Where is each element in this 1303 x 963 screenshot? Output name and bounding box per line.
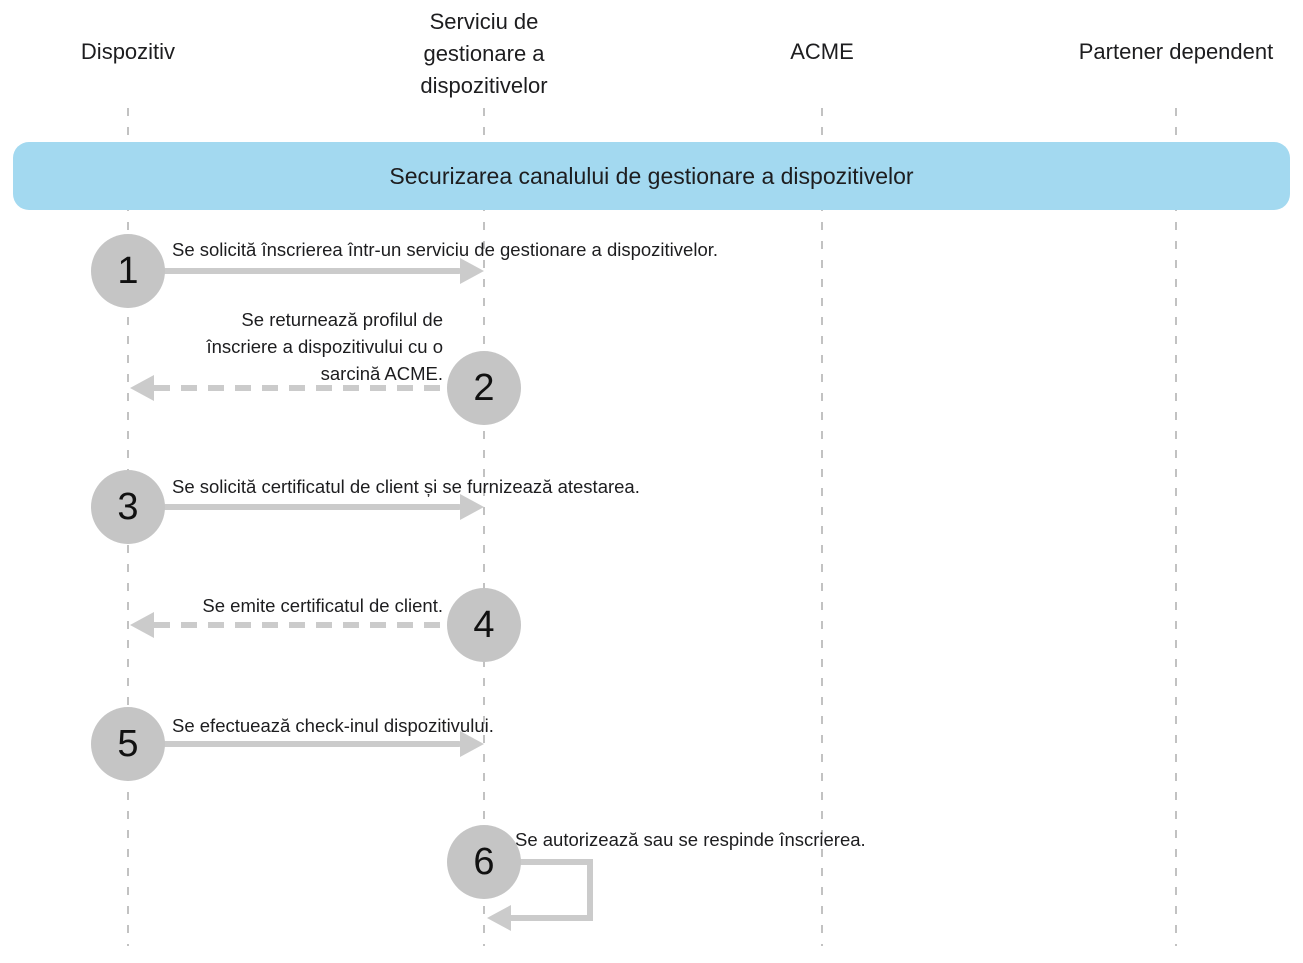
step-5-arrow-line [160,741,462,747]
step-1-text: Se solicită înscrierea într-un serviciu … [172,239,719,260]
step-5-number: 5 [117,722,139,765]
step-4-number: 4 [473,603,495,646]
step-3-arrow-line [160,504,462,510]
actor-label-device: Dispozitiv [80,39,176,64]
step-5-text: Se efectuează check-inul dispozitivului. [172,715,494,736]
step-4-text: Se emite certificatul de client. [202,595,443,616]
step-1-arrow-line [160,268,462,274]
step-2-number: 2 [473,366,495,409]
step-2-arrow-line [154,385,450,391]
step-2-text: Se returnează profilul de înscriere a di… [206,309,444,384]
actor-label-reliant-partner: Partener dependent [1078,39,1274,64]
actor-label-mdm-service: Serviciu de gestionare a dispozitivelor [420,9,548,98]
title-banner-label: Securizarea canalului de gestionare a di… [389,162,914,189]
step-6-self-loop-line [505,859,593,921]
step-4-arrow-line [154,622,450,628]
step-4-arrowhead-left-icon [130,612,154,638]
step-3-number: 3 [117,485,139,528]
title-banner: Securizarea canalului de gestionare a di… [13,142,1290,210]
step-3-arrowhead-right-icon [460,494,484,520]
step-4-number-badge: 4 [447,588,521,662]
lifeline-reliant-partner [1175,108,1177,946]
step-6-arrowhead-left-icon [487,905,511,931]
step-1-number-badge: 1 [91,234,165,308]
actor-label-acme: ACME [790,39,854,64]
lifeline-acme [821,108,823,946]
step-1-arrowhead-right-icon [460,258,484,284]
lifeline-mdm-service [483,108,485,946]
step-5-number-badge: 5 [91,707,165,781]
step-5-arrowhead-right-icon [460,731,484,757]
step-2-number-badge: 2 [447,351,521,425]
step-6-number: 6 [473,840,495,883]
step-3-number-badge: 3 [91,470,165,544]
step-6-text: Se autorizează sau se respinde înscriere… [515,829,866,850]
step-1-number: 1 [117,249,139,292]
step-3-text: Se solicită certificatul de client și se… [172,476,640,497]
step-2-arrowhead-left-icon [130,375,154,401]
step-6-number-badge: 6 [447,825,521,899]
